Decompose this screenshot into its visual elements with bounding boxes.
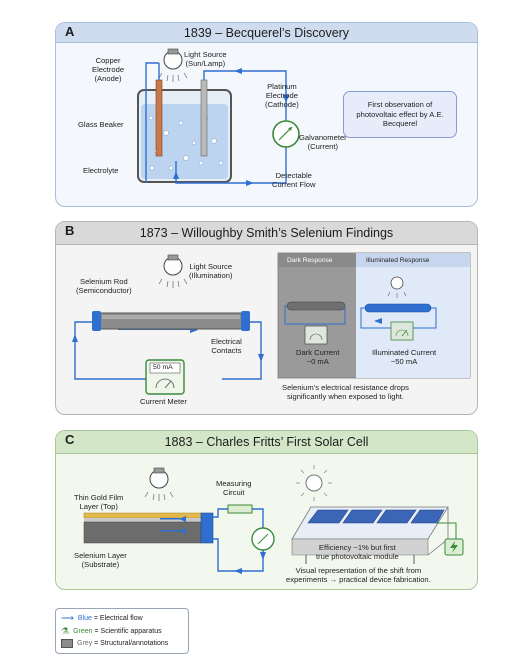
light-bulb-icon	[158, 254, 188, 288]
panel-a-letter: A	[65, 24, 75, 39]
label-selenium-layer: Selenium Layer (Substrate)	[74, 551, 127, 569]
flask-icon: ⚗	[61, 626, 70, 636]
dark-current-label: Dark Current ~0 mA	[296, 348, 340, 366]
illuminated-current-label: Illuminated Current ~50 mA	[372, 348, 437, 366]
label-platinum-electrode: Platinum Electrode (Cathode)	[265, 82, 299, 109]
panel-b-header: B 1873 – Willoughby Smith’s Selenium Fin…	[56, 222, 477, 245]
galvanometer-icon	[272, 120, 300, 148]
panel-b-title: 1873 – Willoughby Smith’s Selenium Findi…	[139, 226, 394, 240]
grey-square-icon	[61, 639, 73, 648]
fritts-solar-cell-diagram	[83, 465, 464, 574]
panel-b-letter: B	[65, 223, 75, 238]
circuit-wires	[213, 508, 264, 572]
label-galvanometer: Galvanometer (Current)	[299, 133, 347, 151]
label-selenium-rod: Selenium Rod (Semiconductor)	[76, 277, 132, 295]
label-measuring-circuit: Measuring Circuit	[216, 479, 252, 497]
label-electrical-contacts: Electrical Contacts	[211, 337, 242, 355]
current-meter-icon	[145, 359, 185, 395]
panel-c-fritts: C 1883 – Charles Fritts’ First Solar Cel…	[55, 430, 478, 590]
light-bulb-icon	[158, 48, 188, 82]
label-efficiency: Efficiency ~1% but first true photovolta…	[316, 543, 399, 561]
color-legend: ⟶ Blue = Electrical flow ⚗ Green = Scien…	[55, 608, 189, 654]
fritts-note: Visual representation of the shift from …	[286, 566, 431, 584]
current-arrows	[160, 516, 266, 574]
label-current-meter: Current Meter	[140, 397, 187, 406]
current-arrows	[173, 68, 289, 186]
selenium-cell-icon	[83, 512, 214, 544]
panel-a-becquerel: A 1839 – Becquerel’s Discovery	[55, 22, 478, 207]
becquerel-note: First observation of photovoltaic effect…	[343, 91, 457, 138]
illuminated-response-tab: Illuminated Response	[366, 257, 430, 264]
legend-row-blue: ⟶ Blue = Electrical flow	[61, 613, 143, 624]
meter-reading: 50 mA	[153, 364, 173, 371]
arrow-icon: ⟶	[61, 613, 74, 623]
legend-blue-word: Blue	[77, 615, 92, 622]
response-comparison-box	[277, 252, 471, 379]
selenium-resistance-note: Selenium’s electrical resistance drops s…	[282, 383, 409, 401]
legend-grey-text: = Structural/annotations	[92, 640, 169, 647]
panel-b-selenium: B 1873 – Willoughby Smith’s Selenium Fin…	[55, 221, 478, 415]
legend-row-grey: Grey = Structural/annotations	[61, 639, 168, 648]
sun-icon	[296, 465, 332, 501]
legend-row-green: ⚗ Green = Scientific apparatus	[61, 626, 162, 637]
solar-module-icon	[291, 506, 464, 564]
label-glass-beaker: Glass Beaker	[78, 120, 124, 129]
legend-grey-word: Grey	[77, 640, 93, 647]
glass-beaker-icon	[137, 89, 232, 183]
label-light-source: Light Source (Illumination)	[189, 262, 233, 280]
panel-c-title: 1883 – Charles Fritts’ First Solar Cell	[164, 435, 369, 449]
platinum-electrode	[200, 79, 208, 157]
meter-gauge-icon	[251, 527, 275, 551]
panel-a-header: A 1839 – Becquerel’s Discovery	[56, 23, 477, 43]
legend-green-text: = Scientific apparatus	[92, 628, 162, 635]
label-current-flow: Detectable Current Flow	[272, 171, 316, 189]
label-gold-film: Thin Gold Film Layer (Top)	[74, 493, 124, 511]
copper-electrode	[155, 79, 163, 157]
becquerel-apparatus-diagram	[137, 48, 300, 186]
label-electrolyte: Electrolyte	[83, 166, 119, 175]
selenium-rod-diagram	[72, 252, 471, 395]
label-copper-electrode: Copper Electrode (Anode)	[92, 56, 125, 83]
selenium-rod-icon	[92, 311, 250, 331]
panel-c-header: C 1883 – Charles Fritts’ First Solar Cel…	[56, 431, 477, 454]
dark-response-tab: Dark Response	[287, 257, 333, 264]
panel-c-letter: C	[65, 432, 75, 447]
circuit-wires	[74, 321, 262, 380]
label-light-source: Light Source (Sun/Lamp)	[184, 50, 227, 68]
light-bulb-icon	[144, 467, 174, 501]
legend-green-word: Green	[73, 628, 93, 635]
legend-blue-text: = Electrical flow	[91, 615, 143, 622]
panel-a-title: 1839 – Becquerel’s Discovery	[183, 25, 350, 40]
resistor-icon	[227, 504, 253, 514]
